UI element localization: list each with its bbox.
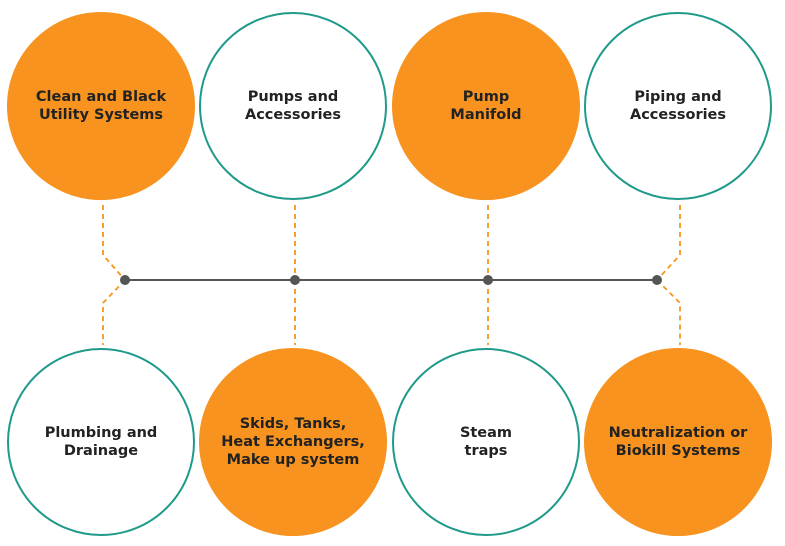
node-label: Steam traps [459,425,513,459]
node-piping-accessories: Piping and Accessories [584,12,772,200]
node-label: Neutralization or Biokill Systems [608,425,748,459]
timeline-dot-4 [652,275,662,285]
timeline-dot-3 [483,275,493,285]
node-label: Skids, Tanks, Heat Exchangers, Make up s… [221,416,365,468]
node-label: Clean and Black Utility Systems [35,89,167,123]
node-pump-manifold: Pump Manifold [392,12,580,200]
node-label: Pumps and Accessories [244,89,342,123]
connector-bottom-4 [656,279,681,345]
node-label: Pump Manifold [450,89,522,123]
connector-bottom-1 [102,279,126,345]
node-skids-tanks: Skids, Tanks, Heat Exchangers, Make up s… [199,348,387,536]
node-plumbing-drainage: Plumbing and Drainage [7,348,195,536]
timeline-dot-1 [120,275,130,285]
connector-top-4 [656,205,681,281]
node-pumps-accessories: Pumps and Accessories [199,12,387,200]
node-clean-black-utility: Clean and Black Utility Systems [7,12,195,200]
node-label: Plumbing and Drainage [44,425,158,459]
node-neutralization-biokill: Neutralization or Biokill Systems [584,348,772,536]
node-steam-traps: Steam traps [392,348,580,536]
timeline-dot-2 [290,275,300,285]
connector-top-1 [102,205,126,281]
node-label: Piping and Accessories [629,89,727,123]
